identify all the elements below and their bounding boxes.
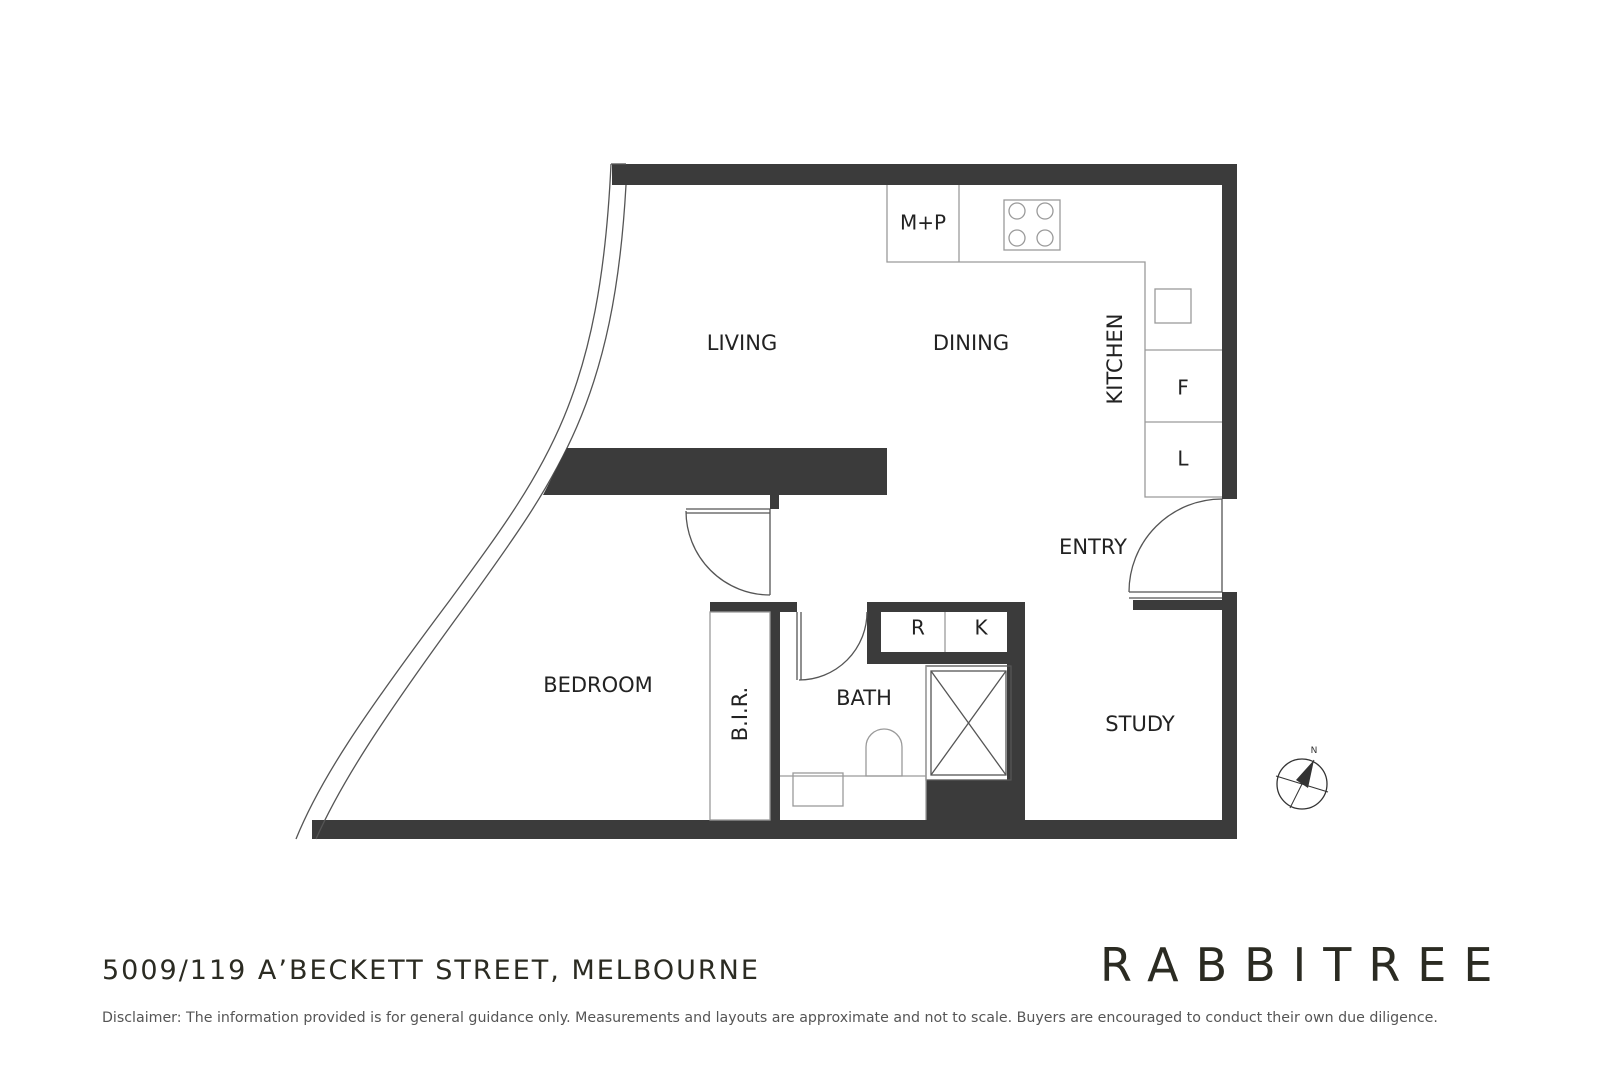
exterior-walls	[312, 164, 1237, 839]
bedroom-door	[685, 508, 771, 596]
label-fridge: F	[1177, 376, 1189, 400]
rk-bottom-wall	[867, 652, 1019, 664]
vanity	[792, 772, 844, 807]
label-dining: DINING	[933, 331, 1009, 355]
bath-top-wall-left	[780, 602, 797, 612]
right-wall-upper	[1222, 164, 1237, 499]
label-kitchen: KITCHEN	[1103, 314, 1127, 405]
label-microwave-pantry: M+P	[900, 211, 946, 235]
bedroom-bath-wall	[770, 602, 780, 820]
label-bedroom: BEDROOM	[543, 673, 653, 697]
bath-fixtures	[780, 666, 927, 820]
label-bath: BATH	[836, 686, 892, 710]
bath-top-wall-right	[867, 602, 1019, 612]
label-living: LIVING	[707, 331, 777, 355]
bath-door	[796, 611, 868, 681]
right-wall-lower	[1222, 592, 1237, 839]
property-address: 5009/119 A’BECKETT STREET, MELBOURNE	[102, 955, 760, 986]
label-bir: B.I.R.	[728, 687, 752, 741]
bir-top-wall	[710, 602, 780, 612]
duct-block	[926, 780, 1025, 820]
bottom-wall	[312, 820, 1237, 839]
interior-walls	[543, 448, 1222, 820]
living-bedroom-wall	[543, 448, 887, 495]
curved-window-wall	[295, 163, 627, 840]
label-laundry: L	[1177, 447, 1189, 471]
label-study: STUDY	[1105, 712, 1175, 736]
sink	[1154, 288, 1192, 324]
kitchen-joinery	[886, 185, 1222, 498]
compass-icon: N	[1275, 746, 1329, 810]
entry-door	[1128, 498, 1223, 599]
label-k: K	[974, 616, 988, 640]
brand-logo: RABBITREE	[1100, 938, 1510, 992]
cooktop	[1003, 199, 1061, 251]
label-r: R	[911, 616, 925, 640]
label-entry: ENTRY	[1059, 535, 1127, 559]
top-wall	[612, 164, 1237, 185]
toilet	[865, 728, 903, 777]
disclaimer-text: Disclaimer: The information provided is …	[102, 1010, 1438, 1026]
shower	[925, 665, 1012, 781]
bir-outline	[709, 611, 771, 821]
rk-left-wall	[867, 602, 881, 664]
compass-north-label: N	[1311, 746, 1318, 756]
bedroom-wall-stub	[770, 495, 779, 509]
study-top-wall	[1133, 600, 1222, 610]
